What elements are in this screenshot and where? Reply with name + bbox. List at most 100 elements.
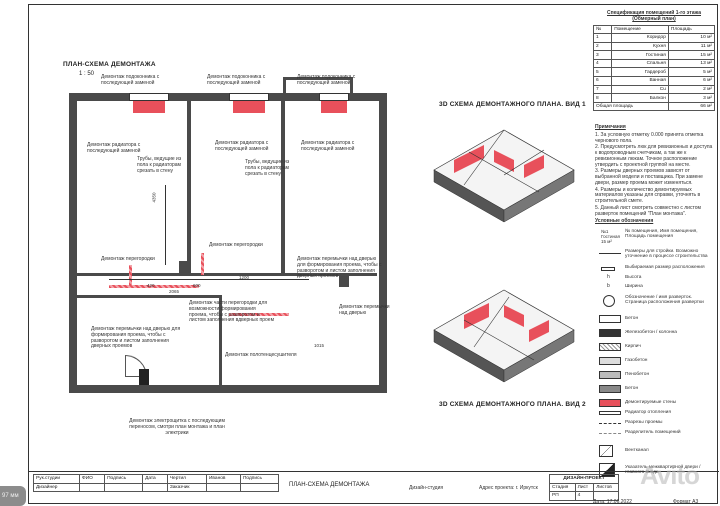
spec-total-value: 66 м²	[667, 101, 716, 112]
legend-swatch-demolish	[599, 399, 621, 407]
legend-label: № помещения, Имя помещения, Площадь поме…	[625, 229, 698, 239]
legend-title: Условные обозначения	[595, 218, 654, 224]
note-sill-left: Демонтаж подоконника с последующей замен…	[101, 74, 160, 86]
legend-width-icon: b	[607, 283, 610, 289]
legend-height-icon: h	[607, 274, 610, 280]
remark-item: 5. Данный лист смотреть совместно с лист…	[595, 204, 701, 217]
legend-label: Железобетон / колонна	[625, 330, 677, 335]
note-pipes-mid: Трубы, ведущие из пола к радиаторам срез…	[137, 156, 182, 174]
note-sill-right: Демонтаж подоконника с последующей замен…	[297, 74, 356, 86]
legend-swatch-brick	[599, 343, 621, 351]
legend-radiator-icon	[599, 411, 621, 415]
scale-indicator: 97 мм	[0, 486, 26, 506]
spec-total-label: Общая площадь	[593, 101, 669, 112]
view2-isometric	[433, 289, 575, 383]
legend-label: Бетон	[625, 316, 639, 321]
radiator-demolish-right	[321, 101, 347, 113]
legend-label: Вентканал	[625, 448, 649, 453]
radiator-demolish-left	[133, 101, 165, 113]
legend-offset-icon	[601, 267, 615, 271]
legend-label: Демонтируемые стены	[625, 400, 677, 405]
stamp-format: Формат А3	[673, 499, 699, 505]
note-partial-partition: Демонтаж части перегородки для возможнос…	[189, 300, 275, 324]
note-partition-1: Демонтаж перегородки	[101, 256, 155, 262]
radiator-demolish-mid	[233, 101, 265, 113]
legend-swatch-concrete2	[599, 385, 621, 393]
view2-title: 3D СХЕМА ДЕМОНТАЖНОГО ПЛАНА. ВИД 2	[439, 401, 586, 408]
spec-header-room: Помещение	[611, 24, 669, 35]
remarks-block: Примечания 1. За условную отметку 0.000 …	[595, 124, 713, 217]
legend-vent-icon	[599, 445, 613, 457]
plan-scale: 1 : 50	[79, 71, 95, 77]
legend-label: Обозначение / имя разверток. Страница ра…	[625, 295, 704, 305]
legend-elevation-marker-icon	[603, 295, 615, 307]
legend-label: Разделитель помещений	[625, 430, 681, 435]
remark-item: 3. Размеры дверных проемов зависят от вы…	[595, 168, 703, 186]
note-towel: Демонтаж полотенцесушителя	[225, 352, 297, 358]
legend-label: Радиатор отопления	[625, 410, 671, 415]
legend-dimension-icon	[599, 253, 621, 254]
partition-demolish-3	[129, 265, 132, 285]
dim-420: 420	[147, 283, 155, 288]
remark-item: 4. Размеры и количество демонтируемых ма…	[595, 186, 701, 204]
stamp-address: Адрес проекта: г. Иркутск	[479, 485, 538, 491]
note-sill-mid: Демонтаж подоконника с последующей замен…	[207, 74, 266, 86]
note-lintel-1: Демонтаж перемычки над дверью для формир…	[297, 256, 382, 280]
stamp-sheet-title: ПЛАН-СХЕМА ДЕМОНТАЖА	[289, 482, 370, 488]
legend-label: Разрезы проемы	[625, 420, 663, 425]
legend-label: Выбираемая размер расположения	[625, 265, 705, 270]
view1-title: 3D СХЕМА ДЕМОНТАЖНОГО ПЛАНА. ВИД 1	[439, 101, 586, 108]
spec-title: Спецификация помещений 1-го этажа (Обмер…	[606, 10, 701, 22]
drawing-sheet: ПЛАН-СХЕМА ДЕМОНТАЖА 1 : 50	[28, 4, 719, 505]
dim-1015: 1015	[314, 343, 325, 348]
remark-item: 2. Предусмотреть люк для ревизионных и д…	[595, 144, 713, 168]
note-pipes-right: Трубы, ведущие из пола к радиаторам срез…	[245, 159, 290, 177]
room-spec-table: Спецификация помещений 1-го этажа (Обмер…	[592, 10, 716, 112]
entry-door	[139, 369, 149, 385]
legend-label: Бетон	[625, 386, 639, 391]
dim-600: 600	[193, 283, 201, 288]
legend-label: Кирпич	[625, 344, 641, 349]
note-lintel-3: Демонтаж перемычки над дверью для формир…	[91, 326, 181, 350]
spec-header-area: Площадь	[667, 24, 716, 35]
plan-title: ПЛАН-СХЕМА ДЕМОНТАЖА	[63, 61, 156, 68]
partition-demolish-2	[109, 285, 199, 288]
legend-label: Размеры для стройки. Возможно уточнение …	[625, 249, 708, 259]
legend-label: Указатель межквартирной двери / главного…	[625, 465, 701, 475]
note-radiator-left: Демонтаж радиатора с последующей заменой	[87, 142, 141, 154]
legend-swatch-gasblock	[599, 357, 621, 365]
partition-demolish-1	[201, 253, 204, 275]
legend-swatch-foam	[599, 371, 621, 379]
note-partition-2: Демонтаж перегородки	[209, 242, 263, 248]
legend-section-icon	[599, 423, 621, 424]
stamp-company: Дизайн-студия	[409, 485, 444, 491]
note-radiator-right: Демонтаж радиатора с последующей заменой	[301, 140, 355, 152]
note-electric: Демонтаж электрощитка с последующим пере…	[129, 418, 225, 436]
spec-header-num: №	[592, 24, 613, 35]
floor-plan: 4350 1200 420 2065 600 1015	[69, 77, 399, 405]
remarks-title: Примечания	[595, 124, 626, 130]
legend-label: Пенобетон	[625, 372, 650, 377]
legend-divider-icon	[599, 433, 621, 434]
remark-item: 1. За условную отметку 0.000 принята отм…	[595, 131, 704, 144]
legend-label: Ширина	[625, 284, 643, 289]
spec-total-row: Общая площадь 66 м²	[593, 101, 716, 112]
note-radiator-mid: Демонтаж радиатора с последующей заменой	[215, 140, 269, 152]
watermark-logo: Avito	[639, 460, 700, 490]
legend-label: Газобетон	[625, 358, 648, 363]
dim-4350: 4350	[151, 192, 157, 203]
legend-label: Высота	[625, 275, 642, 280]
legend-swatch-concrete	[599, 315, 621, 323]
dim-1200: 1200	[239, 275, 250, 280]
view1-isometric	[433, 129, 575, 223]
